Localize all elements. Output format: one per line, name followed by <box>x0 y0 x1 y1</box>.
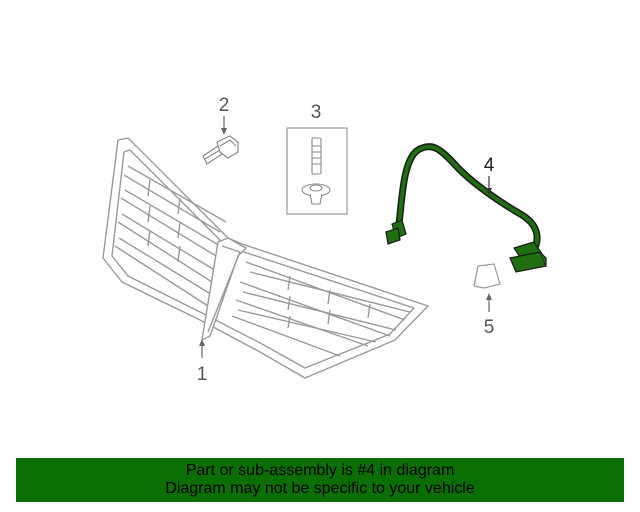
grille-part[interactable] <box>102 137 429 379</box>
clip-kit-part[interactable] <box>286 127 348 215</box>
harness-cable-fill <box>396 144 540 252</box>
callout-3-label: 3 <box>311 102 322 123</box>
banner-line-2: Diagram may not be specific to your vehi… <box>165 480 475 497</box>
callout-1-label: 1 <box>197 364 208 385</box>
harness-leader-arrow <box>486 188 492 195</box>
banner-line-1: Part or sub-assembly is #4 in diagram <box>185 462 455 479</box>
callout-4-label: 4 <box>484 155 495 176</box>
grille-leader-arrow <box>199 339 205 346</box>
callout-5-label: 5 <box>484 317 495 338</box>
wire-harness-part[interactable] <box>385 143 547 273</box>
info-banner: Part or sub-assembly is #4 in diagram Di… <box>16 458 624 502</box>
bolt-part[interactable] <box>202 135 239 165</box>
bracket-part[interactable] <box>473 263 501 289</box>
bracket-leader-arrow <box>486 293 492 300</box>
callout-2-label: 2 <box>219 95 230 116</box>
harness-connector-left <box>385 219 407 245</box>
harness-connector-right <box>509 241 547 273</box>
bolt-leader-arrow <box>221 128 227 135</box>
harness-cable <box>394 143 541 254</box>
